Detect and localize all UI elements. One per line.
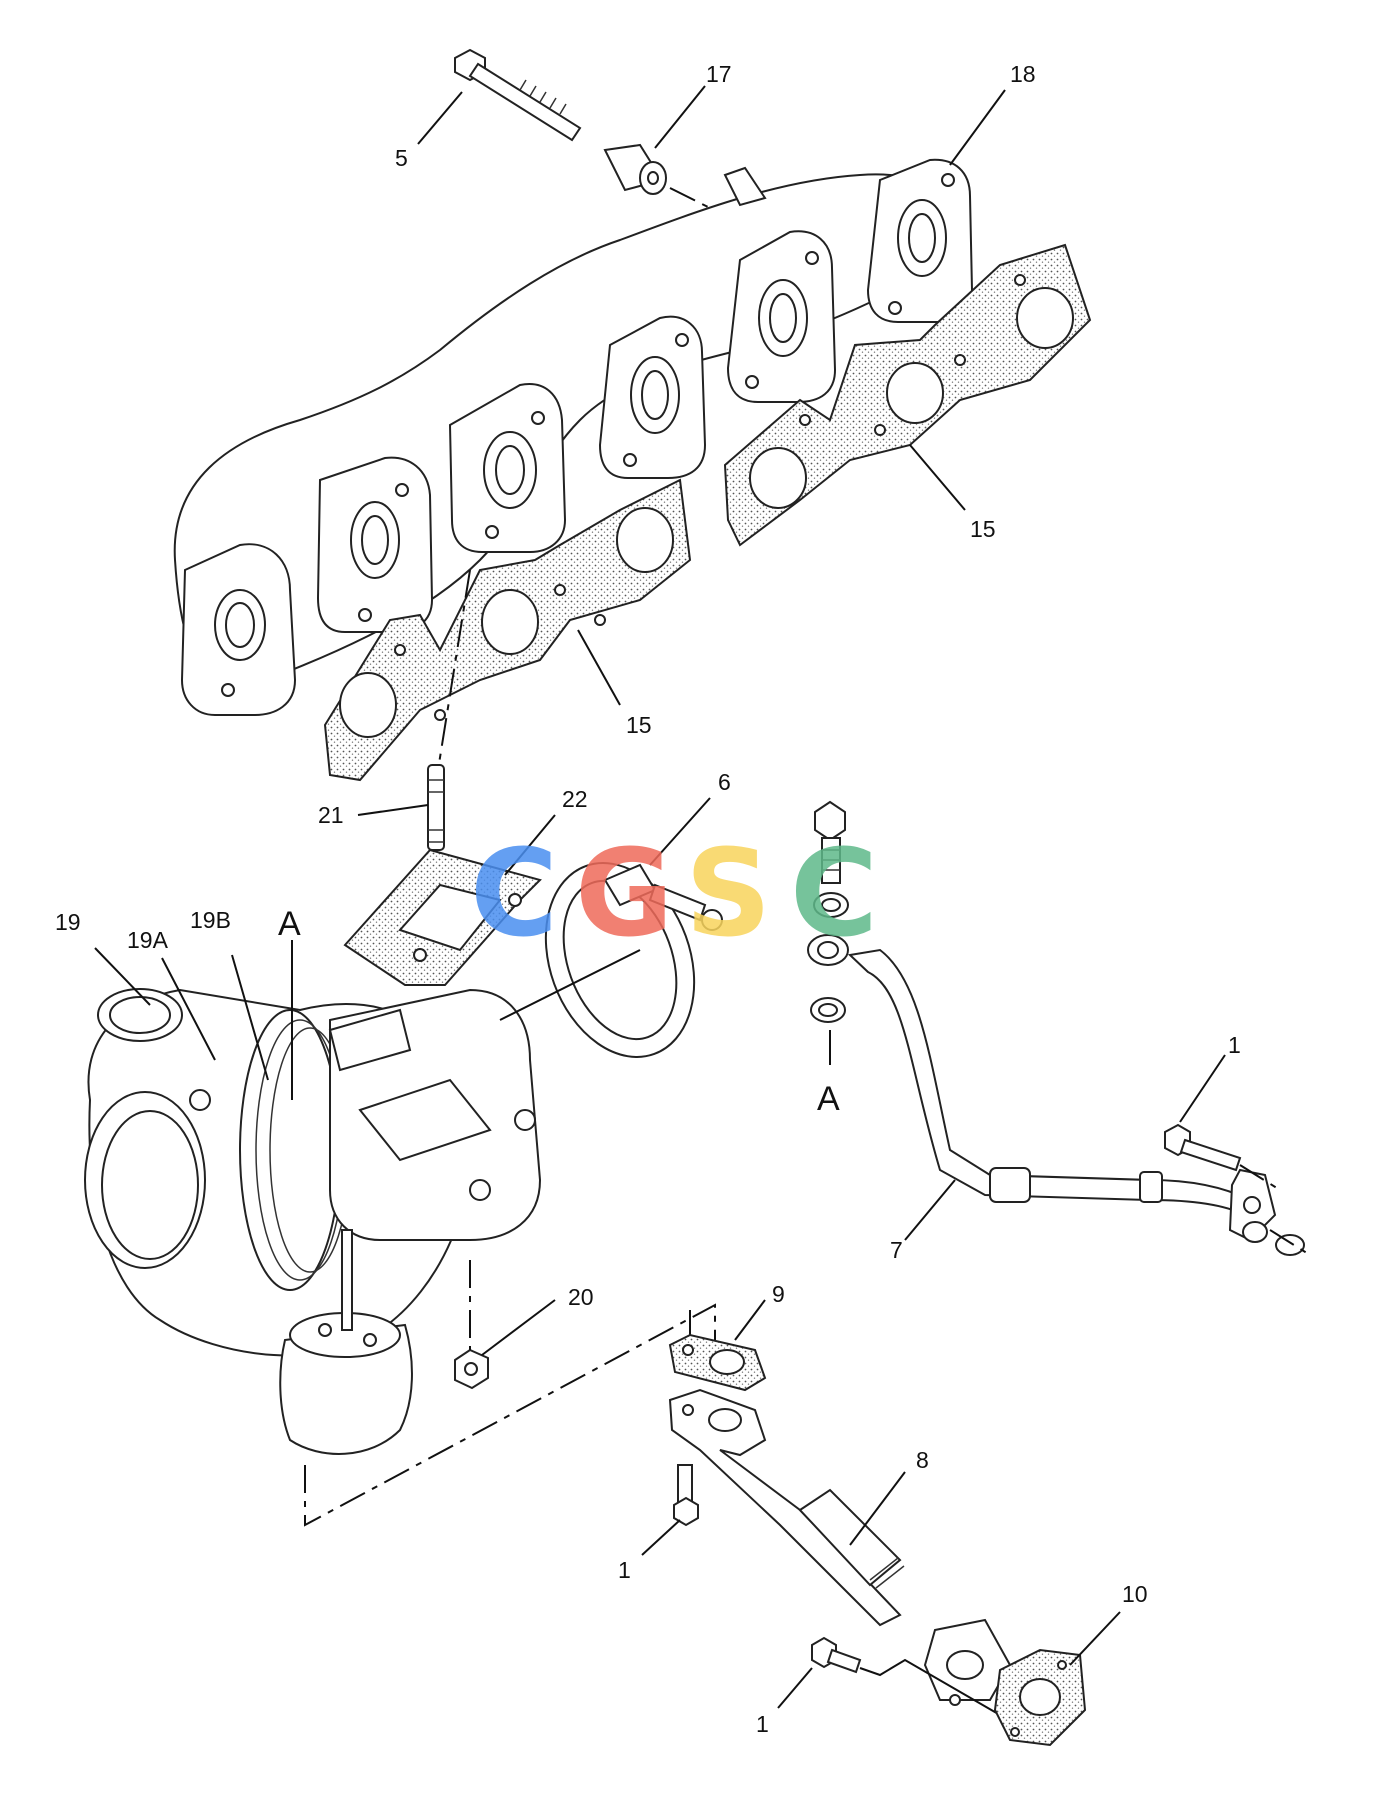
- gasket-15-right: [723, 243, 1092, 547]
- gasket-15-left: [323, 478, 692, 782]
- callout-19: 19: [55, 909, 81, 935]
- leader-17: [654, 85, 706, 149]
- callout-15-right: 15: [970, 516, 996, 542]
- oil-drain-tube-8: [668, 1388, 1012, 1706]
- callout-21: 21: [318, 802, 344, 828]
- watermark-letter-3: S: [685, 825, 771, 964]
- leader-1a: [1179, 1054, 1226, 1123]
- watermark-letter-4: C: [790, 825, 878, 964]
- stud-21: [427, 764, 445, 851]
- leader-1b: [641, 1519, 681, 1556]
- clamp-axis-line: [499, 949, 641, 1021]
- axis-line-tube7b: [1269, 1229, 1311, 1256]
- leader-15-left: [577, 629, 621, 706]
- leader-22: [504, 814, 556, 876]
- callout-1-supply: 1: [1228, 1032, 1241, 1058]
- watermark-letter-1: C: [470, 825, 558, 964]
- callout-8: 8: [916, 1447, 929, 1473]
- leader-10: [1069, 1611, 1121, 1666]
- reference-a-turbo: A: [278, 905, 301, 943]
- callout-6: 6: [718, 769, 731, 795]
- leader-19: [94, 947, 151, 1006]
- bolt-1-axis: [859, 1658, 1001, 1716]
- leader-19a: [161, 957, 216, 1061]
- callout-19b: 19B: [190, 907, 231, 933]
- exhaust-manifold-18: [173, 158, 974, 716]
- callout-5: 5: [395, 145, 408, 171]
- watermark-logo: C G S C: [470, 825, 878, 964]
- watermark-letter-2: G: [575, 825, 674, 964]
- callout-20: 20: [568, 1284, 594, 1310]
- callout-18: 18: [1010, 61, 1036, 87]
- gasket-9: [668, 1333, 767, 1392]
- callout-1-drain: 1: [618, 1557, 631, 1583]
- callout-7: 7: [890, 1237, 903, 1263]
- spacer-17: [603, 143, 667, 195]
- leader-9: [734, 1299, 766, 1341]
- leader-15-right: [909, 444, 966, 511]
- banjo-bolt-assembly: [807, 800, 849, 1023]
- leader-8: [849, 1471, 906, 1546]
- callout-10: 10: [1122, 1581, 1148, 1607]
- callout-22: 22: [562, 786, 588, 812]
- nut-20: [454, 1348, 489, 1390]
- gasket-10: [993, 1648, 1087, 1747]
- leader-5: [417, 91, 463, 145]
- leader-21: [357, 804, 429, 816]
- reference-a-banjo: A: [817, 1080, 840, 1118]
- callout-9: 9: [772, 1281, 785, 1307]
- oil-supply-tube-7: [847, 948, 1305, 1256]
- leader-7: [904, 1179, 956, 1241]
- leader-20: [481, 1299, 556, 1356]
- leader-1c: [777, 1667, 813, 1709]
- bolt-1-flange: [811, 1636, 862, 1674]
- leader-18: [949, 89, 1006, 166]
- callout-17: 17: [706, 61, 732, 87]
- gasket-22: [343, 848, 542, 986]
- bolt-1-drain: [673, 1464, 699, 1527]
- callout-1-flange: 1: [756, 1711, 769, 1737]
- callout-15-left: 15: [626, 712, 652, 738]
- turbocharger-19: [84, 988, 542, 1455]
- callout-19a: 19A: [127, 927, 169, 953]
- axis-line-stud: [437, 569, 471, 771]
- axis-line-tube7: [1239, 1164, 1281, 1191]
- leader-6: [649, 797, 711, 866]
- bolt-5: [454, 48, 582, 142]
- leader-19b: [231, 954, 269, 1081]
